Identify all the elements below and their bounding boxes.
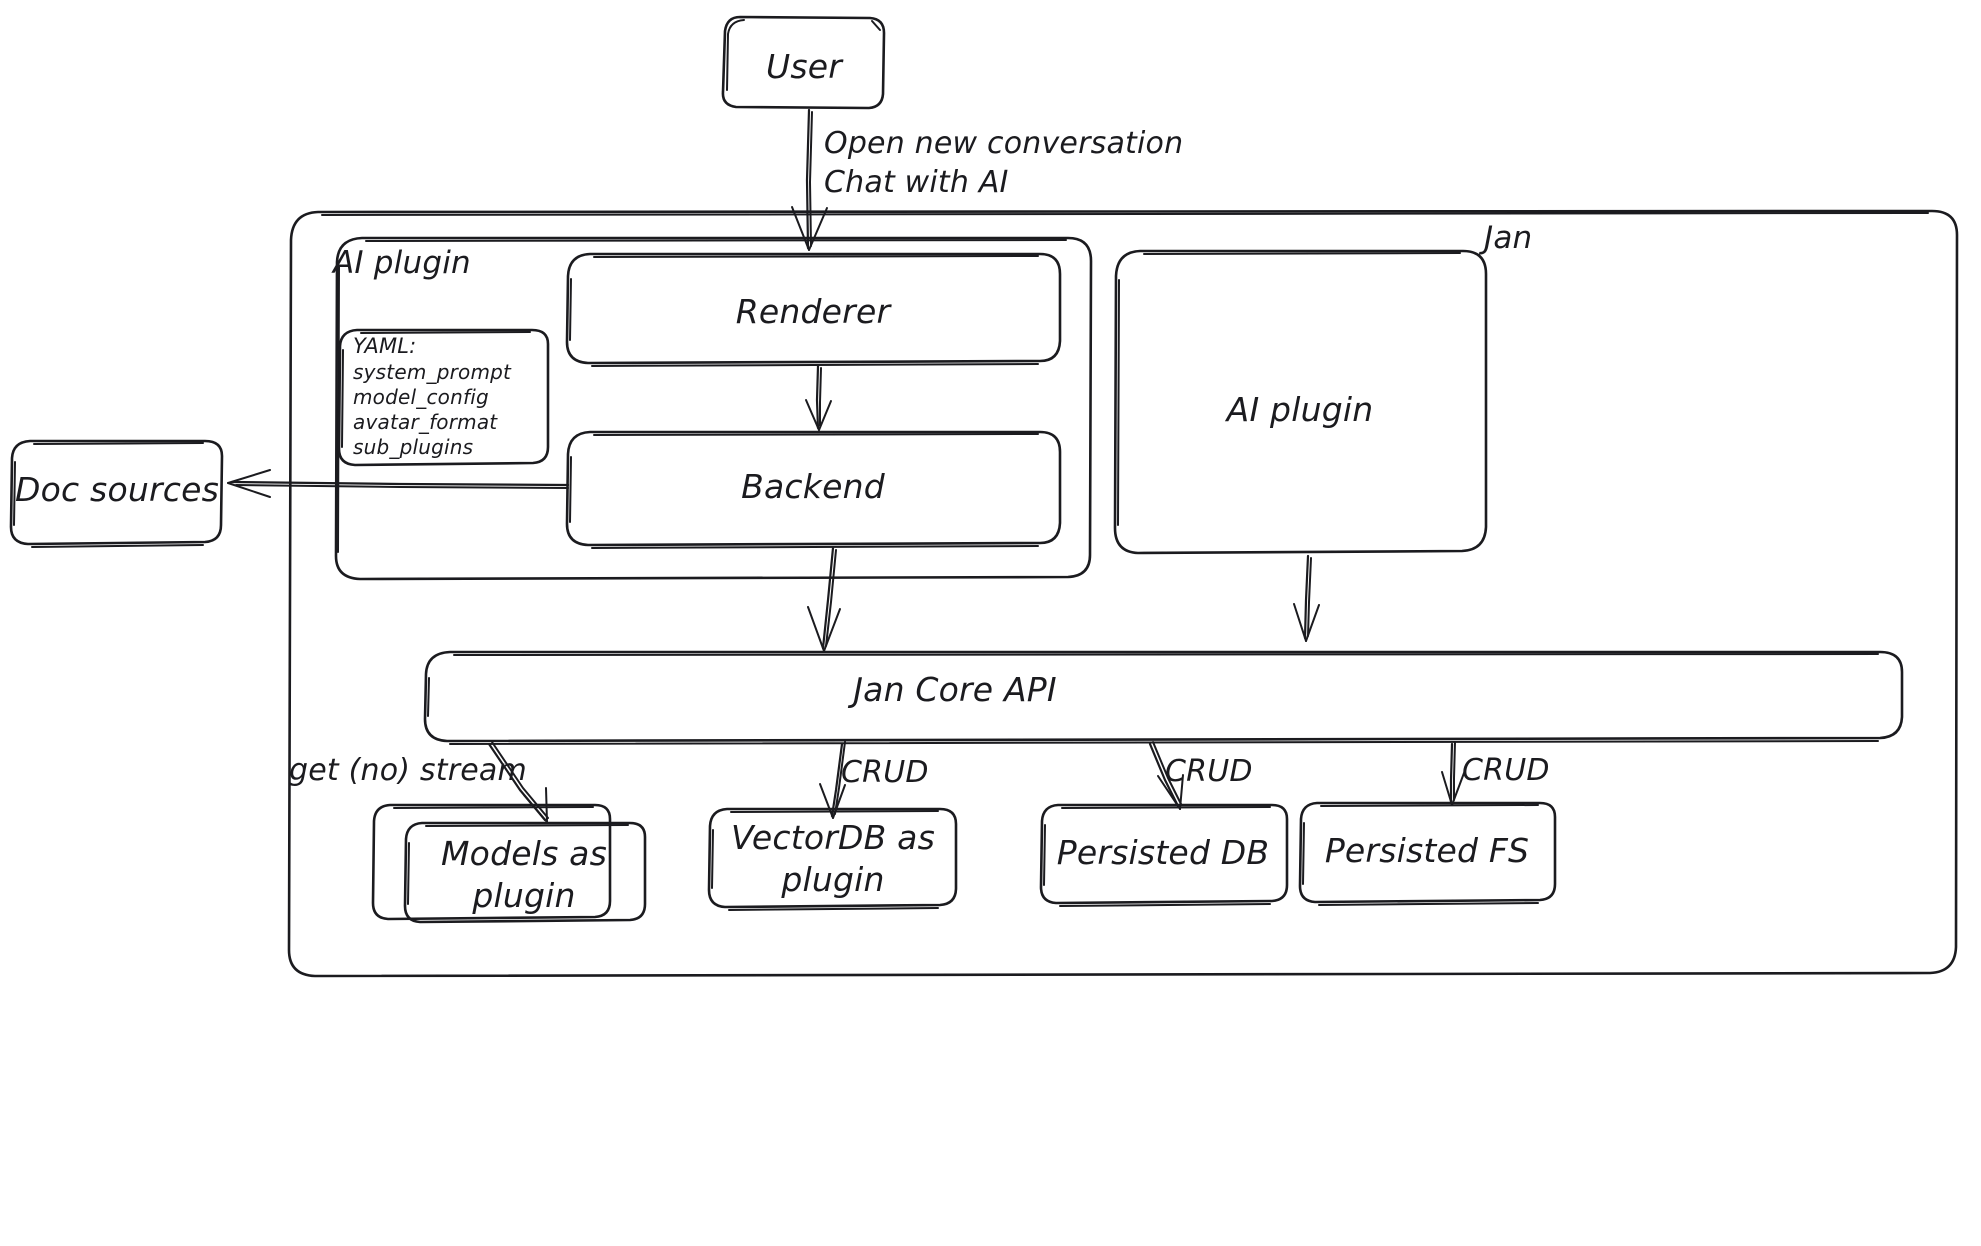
edge-core-api-to-persisted-fs: [1441, 741, 1465, 806]
yaml-card-shape: [337, 328, 550, 467]
edge-core-api-to-vectordb: [819, 741, 846, 819]
models-as-plugin-shape: [371, 803, 647, 924]
jan-container-shape: [287, 209, 1959, 978]
ai-plugin-group-shape: [334, 236, 1093, 581]
edge-core-api-to-models: [487, 741, 549, 823]
edge-backend-to-doc-sources: [227, 469, 570, 498]
edge-user-to-renderer: [791, 108, 828, 251]
persisted-fs-shape: [1298, 801, 1557, 906]
user-node-shape: [721, 15, 886, 110]
edge-core-api-to-persisted-db: [1148, 741, 1184, 810]
edge-ai-plugin-to-core-api: [1293, 554, 1320, 642]
doc-sources-node-shape: [9, 439, 224, 548]
ai-plugin-box-shape: [1113, 249, 1488, 555]
jan-core-api-shape: [423, 650, 1904, 745]
persisted-db-shape: [1039, 803, 1289, 907]
backend-node-shape: [565, 430, 1062, 549]
edge-backend-to-core-api: [807, 546, 841, 652]
vectordb-as-plugin-shape: [707, 807, 958, 911]
edge-renderer-to-backend: [805, 364, 832, 431]
renderer-node-shape: [565, 252, 1062, 367]
